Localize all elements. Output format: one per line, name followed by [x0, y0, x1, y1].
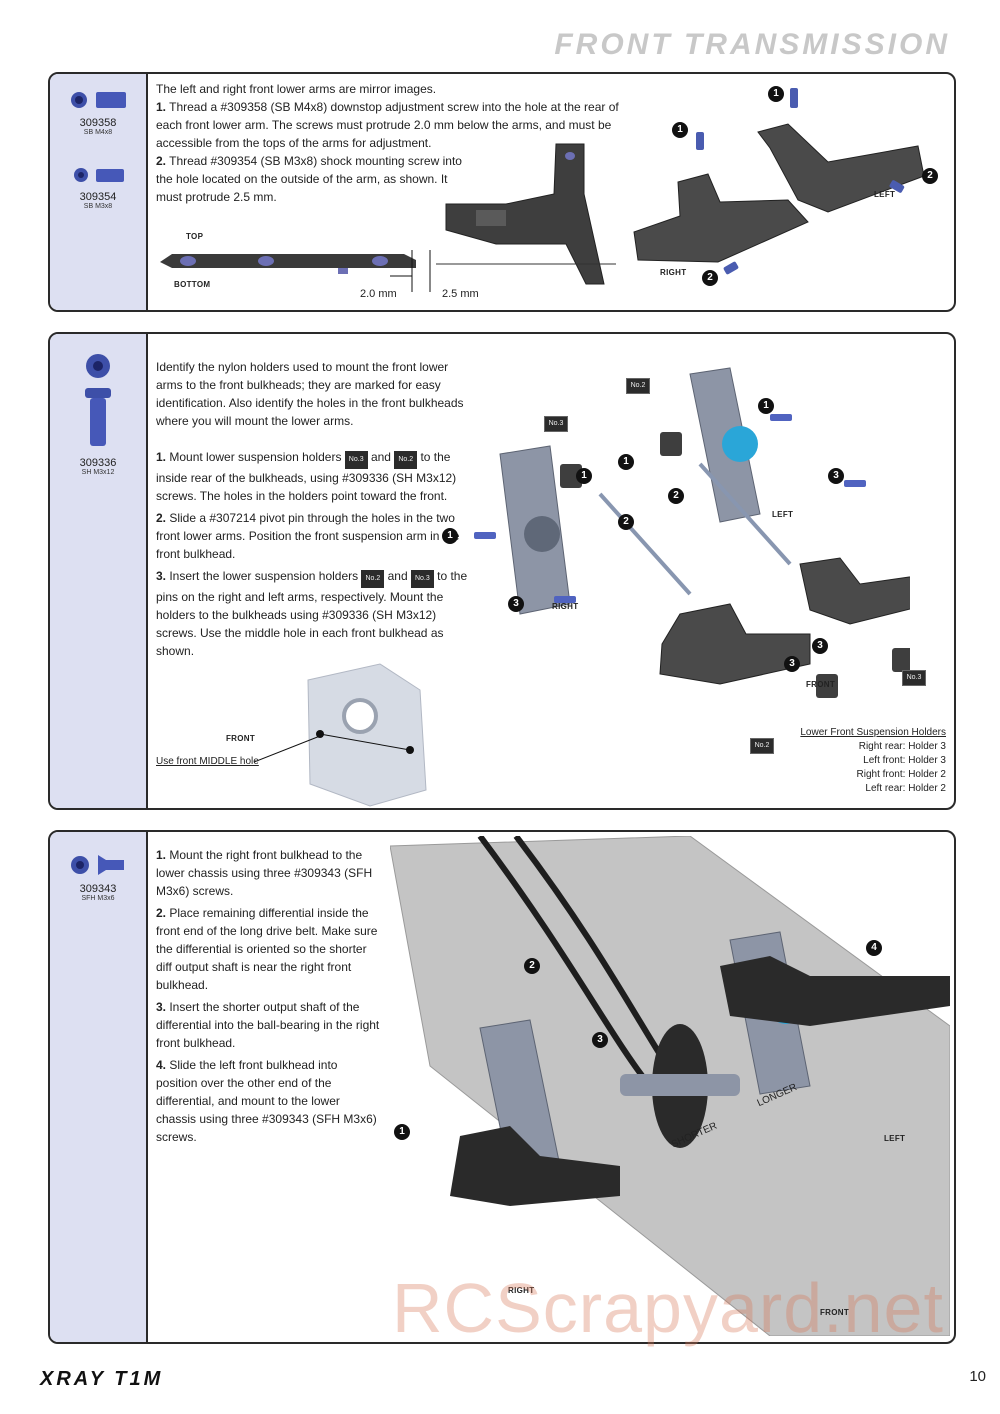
callout-2-b: 2	[668, 488, 684, 504]
label-left-step3: LEFT	[884, 1134, 906, 1143]
socket-screw-m3x12-icon	[85, 354, 111, 446]
arm-profile-diagram	[160, 254, 416, 274]
badge-no3-inline: No.3	[344, 451, 368, 469]
screw-m3x8-icon	[74, 168, 124, 182]
dimension-2-5mm: 2.5 mm	[442, 288, 479, 300]
callout-2: 2	[524, 958, 540, 974]
badge-no2-inline: No.2	[394, 451, 418, 469]
step3-item-2: 2. Place remaining differential inside t…	[156, 906, 378, 992]
parts-column: 309343 SFH M3x6	[50, 832, 148, 1342]
part-309354: 309354 SB M3x8	[50, 164, 146, 211]
callout-1: 1	[394, 1124, 410, 1140]
dimension-lines	[390, 250, 431, 292]
screw-m4x8-icon	[71, 92, 126, 108]
callout-3: 3	[592, 1032, 608, 1048]
page-title: FRONT TRANSMISSION	[554, 28, 950, 61]
label-right-step3: RIGHT	[508, 1286, 535, 1295]
parts-column: 309358 SB M4x8 309354 SB M3x8	[50, 74, 148, 310]
label-left: LEFT	[874, 190, 896, 199]
badge-no3-inline-b: No.3	[410, 570, 434, 588]
step2-item-3: 3. Insert the lower suspension holders N…	[156, 569, 468, 658]
holder-badge-2b: No.2	[750, 738, 774, 754]
label-top: TOP	[186, 232, 204, 241]
callout-3-c: 3	[812, 638, 828, 654]
legend-row: Left front: Holder 3	[863, 755, 946, 766]
legend-row: Left rear: Holder 2	[865, 783, 946, 794]
legend-row: Right rear: Holder 3	[858, 741, 946, 752]
parts-column: 309336 SH M3x12	[50, 334, 148, 808]
flat-head-screw-m3x6-icon	[71, 855, 124, 875]
callout-3-a: 3	[508, 596, 524, 612]
part-309358: 309358 SB M4x8	[50, 88, 146, 137]
callout-4: 4	[866, 940, 882, 956]
callout-3-b: 3	[828, 468, 844, 484]
badge-no2-inline-b: No.2	[361, 570, 385, 588]
holder-badge-2a: No.2	[626, 378, 650, 394]
callout-1b: 1	[672, 122, 688, 138]
label-right: RIGHT	[660, 268, 687, 277]
step1-intro: The left and right front lower arms are …	[156, 82, 437, 96]
label-middle-hole: Use front MIDDLE hole	[156, 756, 259, 767]
legend-row: Right front: Holder 2	[856, 769, 947, 780]
step3-item-1: 1. Mount the right front bulkhead to the…	[156, 848, 373, 898]
step3-item-4: 4. Slide the left front bulkhead into po…	[156, 1058, 377, 1144]
label-right-step2: RIGHT	[552, 602, 579, 611]
label-bottom: BOTTOM	[174, 280, 211, 289]
step2-item-1: 1. Mount lower suspension holders No.3 a…	[156, 450, 457, 503]
lower-arms-exploded-diagram	[633, 88, 925, 275]
part-309343: 309343 SFH M3x6	[50, 852, 146, 903]
chassis-assembly-diagram	[390, 836, 950, 1336]
step2-item-2: 2. Slide a #307214 pivot pin through the…	[156, 511, 460, 561]
callout-1-a: 1	[576, 468, 592, 484]
label-front-step2: FRONT	[806, 680, 836, 689]
step1-item-1: 1. Thread a #309358 (SB M4x8) downstop a…	[156, 100, 619, 150]
step1-item-2: 2. Thread #309354 (SB M3x8) shock mounti…	[156, 154, 462, 204]
watermark: RCScrapyard.net	[392, 1269, 944, 1347]
label-front-step3: FRONT	[820, 1308, 850, 1317]
step2-panel: 309336 SH M3x12 Identify the nylon holde…	[48, 332, 956, 810]
step3-panel: 309343 SFH M3x6 1. Mount the right front…	[48, 830, 956, 1344]
callout-3-d: 3	[784, 656, 800, 672]
holder-badge-3a: No.3	[544, 416, 568, 432]
callout-1a: 1	[768, 86, 784, 102]
callout-1-d: 1	[758, 398, 774, 414]
brand-logo: XRAY T1M	[40, 1368, 164, 1390]
label-left-step2: LEFT	[772, 510, 794, 519]
callout-1-b: 1	[442, 528, 458, 544]
bulkhead-inset-diagram	[253, 663, 427, 807]
callout-2-a: 2	[618, 514, 634, 530]
page-number: 10	[969, 1368, 986, 1385]
step2-intro: Identify the nylon holders used to mount…	[156, 360, 464, 428]
step1-panel: 309358 SB M4x8 309354 SB M3x8 The left a…	[48, 72, 956, 312]
front-arm-diagram	[436, 143, 616, 285]
step2-instructions: Identify the nylon holders used to mount…	[156, 358, 476, 664]
step3-instructions: 1. Mount the right front bulkhead to the…	[156, 846, 380, 1150]
step1-instructions: The left and right front lower arms are …	[156, 80, 634, 102]
callout-1-c: 1	[618, 454, 634, 470]
legend-title: Lower Front Suspension Holders	[800, 727, 946, 738]
holder-badge-3b: No.3	[902, 670, 926, 686]
holders-exploded-diagram	[474, 367, 910, 698]
callout-2b: 2	[702, 270, 718, 286]
step3-item-3: 3. Insert the shorter output shaft of th…	[156, 1000, 380, 1050]
callout-2a: 2	[922, 168, 938, 184]
part-309336: 309336 SH M3x12	[50, 352, 146, 477]
label-front-inset: FRONT	[226, 734, 256, 743]
dimension-2mm: 2.0 mm	[360, 288, 397, 300]
holders-legend: Lower Front Suspension Holders Right rea…	[800, 726, 946, 796]
